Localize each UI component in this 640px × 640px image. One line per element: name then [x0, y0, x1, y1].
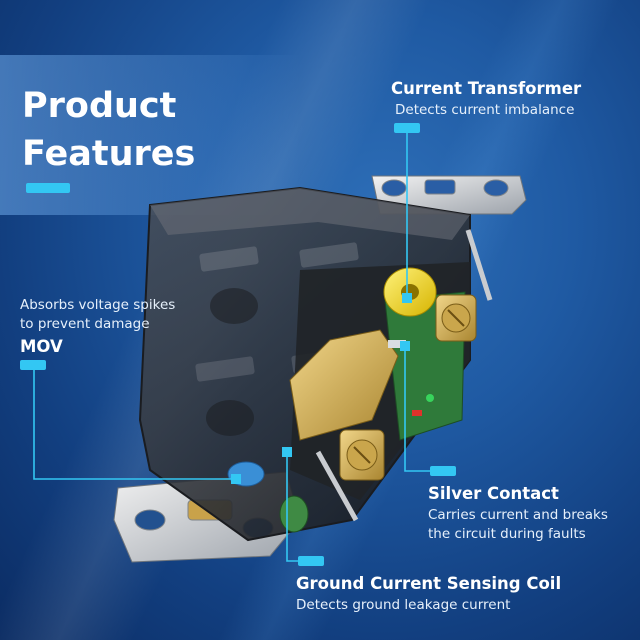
- ground-coil-desc-line: Detects ground leakage current: [296, 597, 511, 613]
- silver-contact-description: Carries current and breaks the circuit d…: [428, 506, 608, 544]
- silver-contact-connector: [404, 346, 437, 472]
- mov-connector: [33, 370, 236, 480]
- current-transformer-desc-line: Detects current imbalance: [395, 102, 575, 118]
- mov-description: Absorbs voltage spikes to prevent damage: [20, 296, 175, 334]
- callout-markers: [231, 293, 412, 484]
- title-accent-bar: [26, 183, 70, 193]
- mov-label-bar: [20, 360, 46, 370]
- current-transformer-title: Current Transformer: [391, 79, 582, 98]
- ground-coil-marker: [282, 447, 292, 457]
- mov-marker: [231, 474, 241, 484]
- silver-contact-desc-line-1: Carries current and breaks: [428, 507, 608, 523]
- top-mounting-strap: [371, 175, 527, 215]
- ground-coil-label-bar: [298, 556, 324, 566]
- title-line-1: Product: [22, 86, 177, 126]
- mov-desc-line-1: Absorbs voltage spikes: [20, 297, 176, 313]
- title-line-2: Features: [22, 134, 196, 174]
- current-transformer-label-bar: [394, 123, 420, 133]
- ground-coil-title: Ground Current Sensing Coil: [296, 574, 562, 593]
- current-transformer-marker: [402, 293, 412, 303]
- silver-contact-label-bar: [430, 466, 456, 476]
- silver-contact-desc-line-2: the circuit during faults: [428, 526, 586, 542]
- current-transformer-description: Detects current imbalance: [395, 101, 574, 120]
- ground-coil-description: Detects ground leakage current: [296, 596, 510, 615]
- page-title: Product Features: [22, 82, 195, 178]
- mov-title: MOV: [20, 337, 63, 356]
- silver-contact-marker: [400, 341, 410, 351]
- silver-contact-title: Silver Contact: [428, 484, 559, 503]
- mov-desc-line-2: to prevent damage: [20, 316, 150, 332]
